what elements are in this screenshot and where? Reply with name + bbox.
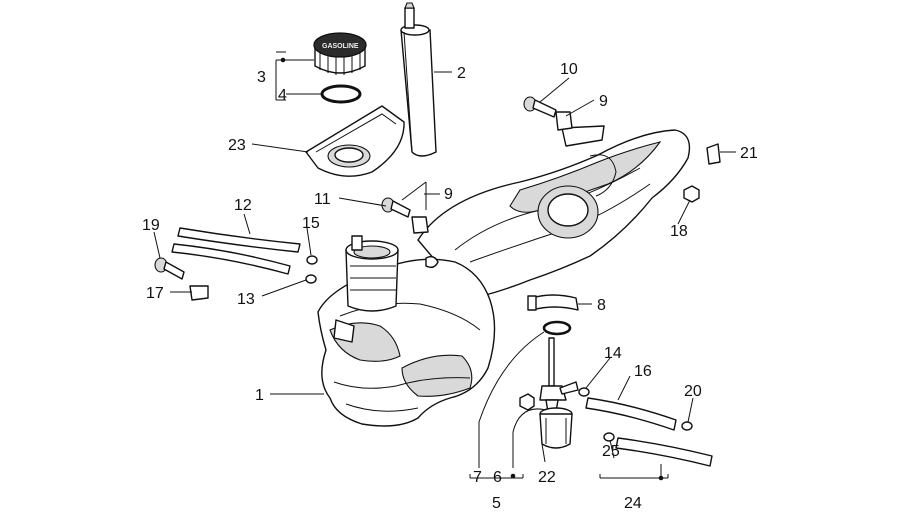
- screw-small: [519, 393, 535, 411]
- callout-3: 3: [257, 69, 266, 86]
- clip-part-17: [189, 285, 209, 301]
- fuel-pickup-part-6: [539, 337, 579, 413]
- callout-13: 13: [237, 291, 255, 308]
- clamp-part-15: [306, 255, 318, 265]
- fuel-cap-part-3: GASOLINE: [313, 32, 367, 75]
- fuel-tank-part-1: [317, 125, 691, 427]
- callout-14: 14: [604, 345, 622, 362]
- callout-22: 22: [538, 469, 556, 486]
- callout-10: 10: [560, 61, 578, 78]
- callout-25: 25: [602, 443, 620, 460]
- cap-marking-text: GASOLINE: [322, 43, 359, 50]
- callout-numbers: 1 2 3 4 5 6 7 8 9 9 10 11 12 13 14 15 16…: [142, 61, 758, 512]
- callout-9-upper: 9: [599, 93, 608, 110]
- callout-6: 6: [493, 469, 502, 486]
- nut-part-18: [683, 185, 700, 203]
- callout-21: 21: [740, 145, 758, 162]
- callout-15: 15: [302, 215, 320, 232]
- bolt-part-19: [154, 257, 185, 280]
- callout-11: 11: [314, 191, 331, 208]
- bracket-part-21: [706, 143, 721, 165]
- callout-5: 5: [492, 495, 501, 512]
- bolt-part-10: [523, 96, 557, 118]
- o-ring-part-7: [542, 320, 572, 336]
- o-ring-part-4: [320, 84, 362, 104]
- clamp-band-part-8: [527, 294, 579, 311]
- clamp-part-13: [305, 274, 317, 284]
- callout-4: 4: [278, 87, 287, 104]
- filter-cup-part-22: [539, 407, 573, 449]
- hose-part-16: [585, 397, 677, 431]
- clamp-part-20: [681, 421, 693, 431]
- filler-tube-part-2: [400, 2, 437, 157]
- clamp-part-14: [578, 387, 590, 397]
- bolt-part-11: [381, 197, 411, 218]
- callout-19: 19: [142, 217, 160, 234]
- callout-24: 24: [624, 495, 642, 512]
- callout-9-lower: 9: [444, 186, 453, 203]
- callout-20: 20: [684, 383, 702, 400]
- leader-lines: [153, 51, 736, 481]
- callout-16: 16: [634, 363, 652, 380]
- hose-part-12: [171, 227, 301, 275]
- callout-23: 23: [228, 137, 246, 154]
- callout-18: 18: [670, 223, 688, 240]
- callout-7: 7: [473, 469, 482, 486]
- filler-tray-part-23: [305, 105, 405, 177]
- callout-17: 17: [146, 285, 164, 302]
- callout-1: 1: [255, 387, 264, 404]
- hose-part-24: [615, 437, 713, 467]
- callout-2: 2: [457, 65, 466, 82]
- clip-part-9-lower: [411, 216, 429, 234]
- callout-12: 12: [234, 197, 252, 214]
- callout-8: 8: [597, 297, 606, 314]
- clip-part-9-upper: [555, 111, 573, 131]
- clamp-part-25: [603, 432, 615, 442]
